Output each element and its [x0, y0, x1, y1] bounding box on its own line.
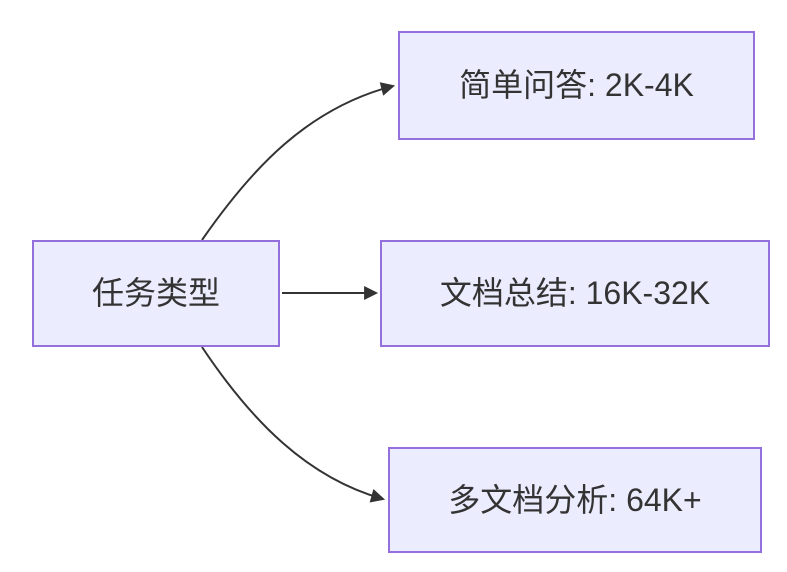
node-task-type-label: 任务类型	[91, 275, 220, 312]
edge-root-to-simple	[201, 82, 396, 241]
node-multi-doc-analysis-label: 多文档分析: 64K+	[448, 481, 702, 518]
edge-root-to-multi	[201, 346, 386, 503]
node-simple-qa-label: 简单问答: 2K-4K	[459, 67, 694, 104]
node-task-type: 任务类型	[32, 240, 280, 347]
node-multi-doc-analysis: 多文档分析: 64K+	[388, 447, 762, 553]
node-doc-summary: 文档总结: 16K-32K	[380, 240, 770, 347]
node-doc-summary-label: 文档总结: 16K-32K	[439, 275, 711, 312]
node-simple-qa: 简单问答: 2K-4K	[398, 31, 755, 140]
